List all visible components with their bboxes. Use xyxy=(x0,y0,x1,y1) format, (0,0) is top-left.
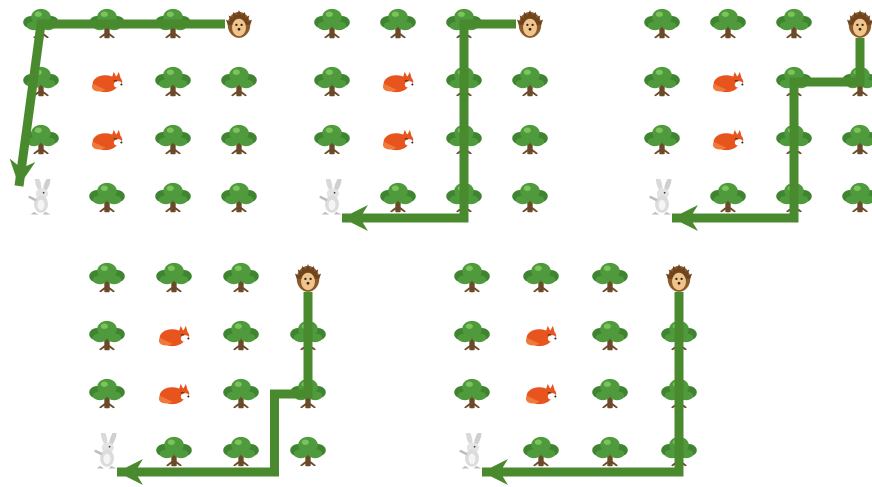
rabbit-icon xyxy=(651,175,673,214)
tree-icon xyxy=(290,437,326,466)
tree-icon xyxy=(512,125,548,154)
rabbit-icon xyxy=(96,429,118,468)
tree-icon xyxy=(592,321,628,350)
tree-icon xyxy=(380,9,416,38)
rabbit-icon xyxy=(321,175,343,214)
tree-icon xyxy=(842,125,872,154)
tree-icon xyxy=(314,125,350,154)
route-path xyxy=(117,292,308,472)
tree-icon xyxy=(89,321,125,350)
tree-icon xyxy=(710,183,746,212)
panel-3 xyxy=(644,9,872,231)
fox-icon xyxy=(159,384,189,404)
tree-icon xyxy=(842,183,872,212)
tree-icon xyxy=(223,437,259,466)
tree-icon xyxy=(592,379,628,408)
tree-icon xyxy=(155,67,191,96)
tree-icon xyxy=(592,437,628,466)
fox-icon xyxy=(92,130,122,150)
tree-icon xyxy=(454,321,490,350)
tree-icon xyxy=(89,379,125,408)
tree-icon xyxy=(380,183,416,212)
panel-1 xyxy=(10,9,257,215)
tree-icon xyxy=(512,67,548,96)
hedgehog-icon xyxy=(666,264,692,292)
tree-icon xyxy=(710,9,746,38)
panel-5 xyxy=(454,263,697,485)
tree-icon xyxy=(221,67,257,96)
hedgehog-icon xyxy=(847,10,872,38)
tree-icon xyxy=(644,125,680,154)
hedgehog-icon xyxy=(226,10,252,38)
tree-icon xyxy=(221,183,257,212)
panel-4 xyxy=(89,263,326,485)
tree-icon xyxy=(155,183,191,212)
tree-icon xyxy=(155,125,191,154)
tree-icon xyxy=(156,437,192,466)
hedgehog-icon xyxy=(295,264,321,292)
tree-icon xyxy=(221,125,257,154)
tree-icon xyxy=(644,9,680,38)
route-path xyxy=(672,38,860,218)
rabbit-icon xyxy=(461,429,483,468)
rabbit-icon xyxy=(30,175,52,214)
tree-icon xyxy=(644,67,680,96)
panel-2 xyxy=(314,9,548,231)
tree-icon xyxy=(454,263,490,292)
hedgehog-icon xyxy=(517,10,543,38)
tree-icon xyxy=(156,263,192,292)
route-path xyxy=(342,24,516,218)
tree-icon xyxy=(454,379,490,408)
tree-icon xyxy=(592,263,628,292)
fox-icon xyxy=(713,72,743,92)
tree-icon xyxy=(776,9,812,38)
fox-icon xyxy=(159,326,189,346)
fox-icon xyxy=(383,130,413,150)
route-path xyxy=(482,292,679,472)
tree-icon xyxy=(223,321,259,350)
fox-icon xyxy=(92,72,122,92)
tree-icon xyxy=(89,183,125,212)
tree-icon xyxy=(223,263,259,292)
fox-icon xyxy=(383,72,413,92)
tree-icon xyxy=(89,263,125,292)
tree-icon xyxy=(523,437,559,466)
fox-icon xyxy=(526,384,556,404)
tree-icon xyxy=(512,183,548,212)
fox-icon xyxy=(526,326,556,346)
fox-icon xyxy=(713,130,743,150)
tree-icon xyxy=(314,67,350,96)
tree-icon xyxy=(223,379,259,408)
tree-icon xyxy=(314,9,350,38)
tree-icon xyxy=(523,263,559,292)
route-path xyxy=(19,24,225,186)
